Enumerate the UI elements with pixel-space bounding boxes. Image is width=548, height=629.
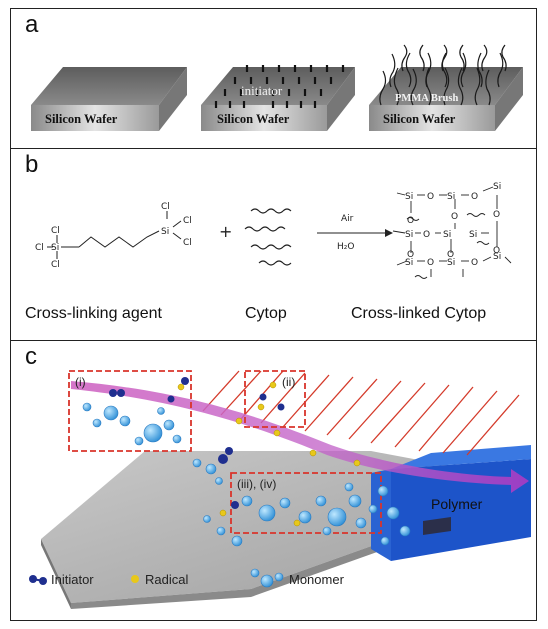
svg-text:O: O: [493, 210, 500, 220]
svg-text:Si: Si: [447, 258, 455, 268]
box-ii-label: (ii): [282, 375, 295, 389]
laser-lines: [202, 370, 520, 456]
box-iii-iv-label: (iii), (iv): [237, 477, 276, 491]
svg-text:O: O: [427, 258, 434, 268]
polymer-label: Polymer: [431, 496, 483, 512]
caption-cross-linking-agent: Cross-linking agent: [25, 305, 162, 322]
svg-text:Cl: Cl: [161, 202, 170, 212]
brush-label: PMMA Brush: [395, 93, 458, 104]
svg-text:Si: Si: [161, 227, 169, 237]
svg-text:Si: Si: [405, 192, 413, 202]
svg-text:Cl: Cl: [35, 243, 44, 253]
arrow-condition-air: Air: [341, 214, 354, 224]
caption-cytop: Cytop: [245, 305, 287, 322]
svg-text:O: O: [407, 250, 414, 260]
svg-text:Si: Si: [405, 258, 413, 268]
svg-text:O: O: [407, 216, 414, 226]
box-ii: [244, 370, 306, 428]
cross-linked-network-bonds: [392, 186, 512, 279]
cross-linked-network-atoms: Si O Si O Si O O O Si O Si Si O O O Si O…: [405, 182, 501, 268]
wafer-3-label: Silicon Wafer: [383, 112, 456, 126]
panel-a: a: [10, 8, 537, 149]
svg-text:Cl: Cl: [183, 216, 192, 226]
svg-text:O: O: [447, 250, 454, 260]
svg-text:Si: Si: [447, 192, 455, 202]
box-iii-iv: [230, 472, 382, 534]
box-i: [68, 370, 192, 452]
legend-initiator-icon: [29, 575, 47, 585]
initiators: [109, 377, 285, 509]
svg-text:O: O: [423, 230, 430, 240]
svg-text:Si: Si: [469, 230, 477, 240]
legend: Initiator Radical Monomer: [29, 568, 345, 588]
svg-text:O: O: [427, 192, 434, 202]
cytop-chains: [244, 208, 292, 266]
cross-linking-agent-structure: [47, 211, 182, 259]
panel-b-label: b: [25, 151, 39, 178]
panel-c: c Polymer: [10, 340, 537, 621]
wafer-brush: PMMA Brush: [369, 44, 523, 131]
beam-arrow: [71, 381, 529, 493]
legend-radical-icon: [131, 575, 139, 583]
legend-monomer-label: Monomer: [289, 572, 345, 587]
svg-text:O: O: [471, 258, 478, 268]
svg-text:O: O: [451, 212, 458, 222]
reaction-arrow: [317, 229, 393, 237]
svg-text:Si: Si: [493, 182, 501, 192]
svg-text:Cl: Cl: [51, 260, 60, 270]
radicals: [177, 381, 361, 527]
monomers: [82, 402, 411, 547]
wafer-1-label: Silicon Wafer: [45, 112, 118, 126]
legend-initiator-label: Initiator: [51, 572, 94, 587]
svg-text:Si: Si: [51, 243, 59, 253]
svg-text:Cl: Cl: [51, 226, 60, 236]
cross-linking-agent-atoms: Cl Cl Si Cl Cl Si Cl Cl: [35, 202, 192, 270]
initiator-marks: [214, 65, 345, 108]
brush-chains: [379, 44, 507, 106]
svg-text:Cl: Cl: [183, 238, 192, 248]
legend-radical-label: Radical: [145, 572, 188, 587]
svg-text:Si: Si: [405, 230, 413, 240]
panel-c-label: c: [25, 343, 37, 370]
wafer-2-label: Silicon Wafer: [217, 112, 290, 126]
wafer-initiator: initiator: [201, 65, 355, 131]
panel-a-illustration: initiator PMMA Brush Silicon Wafer: [31, 44, 523, 131]
panel-b: b Cl Cl Si Cl Cl Si Cl Cl +: [10, 148, 537, 341]
svg-text:Si: Si: [493, 252, 501, 262]
wafer-bare: [31, 67, 187, 131]
plus-sign: +: [219, 222, 232, 241]
legend-monomer-icon: [250, 568, 284, 588]
arrow-condition-water: H₂O: [337, 242, 354, 252]
caption-cross-linked-cytop: Cross-linked Cytop: [351, 305, 487, 322]
panel-b-reaction: Cl Cl Si Cl Cl Si Cl Cl + Air H₂O: [35, 182, 512, 279]
svg-text:O: O: [471, 192, 478, 202]
svg-text:Si: Si: [443, 230, 451, 240]
panel-a-label: a: [25, 11, 39, 38]
panel-c-illustration: Polymer (i) (ii) (iii), (iv): [29, 370, 531, 609]
svg-text:O: O: [493, 246, 500, 256]
initiator-label: initiator: [241, 83, 283, 98]
box-i-label: (i): [75, 375, 86, 389]
